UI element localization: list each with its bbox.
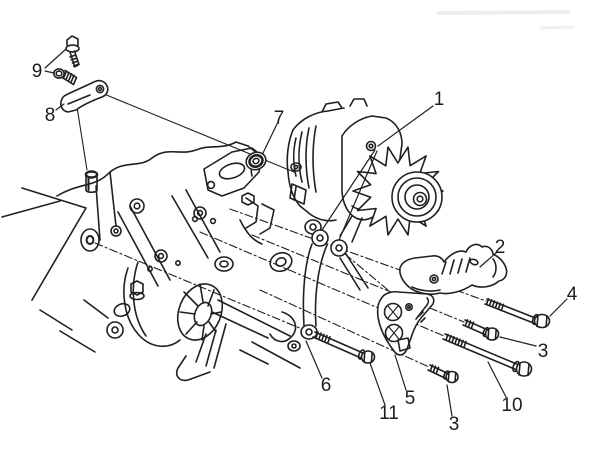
callout-6-label: 6 — [321, 375, 332, 396]
callout-1-leader-v-right — [338, 150, 378, 241]
screw-9a-art — [65, 35, 80, 68]
callout-4-leader — [549, 298, 568, 317]
callout-1-leader-v-left — [321, 149, 376, 231]
callout-6-leader — [305, 340, 323, 379]
spacer-bushing-art — [245, 151, 267, 171]
callout-9-label: 9 — [32, 61, 43, 82]
brace-strap-art — [300, 229, 369, 340]
callout-5-leader — [394, 354, 407, 391]
callout-7-label: 7 — [274, 108, 285, 129]
callout-7-leader — [262, 123, 278, 154]
bolt-centerlines — [76, 93, 487, 368]
line-art — [1, 35, 568, 417]
alternator-art — [286, 98, 444, 243]
callout-1-label: 1 — [434, 89, 445, 110]
callout-8-label: 8 — [45, 105, 56, 126]
callout-8-leader — [55, 103, 65, 111]
callout-leader-lines — [44, 48, 568, 417]
screw-9b-art — [52, 68, 78, 86]
callout-2-label: 2 — [495, 237, 506, 258]
callout-10-leader — [487, 361, 507, 398]
callout-2-leader — [479, 251, 498, 268]
bolt-4-art — [484, 298, 551, 329]
callout-3-right-leader — [499, 336, 537, 347]
callout-4-label: 4 — [567, 284, 578, 305]
callout-11-leader — [369, 362, 386, 406]
callout-9-leader-lower — [44, 70, 55, 74]
bolt-11-art — [312, 331, 376, 364]
upper-bracket-art — [399, 243, 508, 295]
callout-3-bottom-leader — [446, 384, 453, 417]
pulley-art — [391, 171, 443, 223]
callout-10-label: 10 — [501, 395, 522, 416]
callout-1-leader — [377, 105, 434, 147]
small-bracket-8-art — [60, 79, 109, 113]
callout-9-leader-upper — [44, 48, 67, 69]
callout-11-label: 11 — [379, 403, 399, 424]
lower-bracket-art — [376, 290, 435, 356]
bolt-3-right-art — [462, 319, 500, 341]
callout-labels: 1 2 3 3 4 5 6 7 8 9 10 11 — [32, 61, 578, 435]
bolt-10-art — [442, 333, 533, 377]
callout-3-right-label: 3 — [538, 341, 549, 362]
callout-5-label: 5 — [405, 388, 416, 409]
scan-smudge-marks — [436, 10, 575, 30]
callout-3-bottom-label: 3 — [449, 414, 460, 435]
engine-block-art — [1, 141, 301, 382]
bolt-3-bottom-art — [427, 364, 459, 384]
